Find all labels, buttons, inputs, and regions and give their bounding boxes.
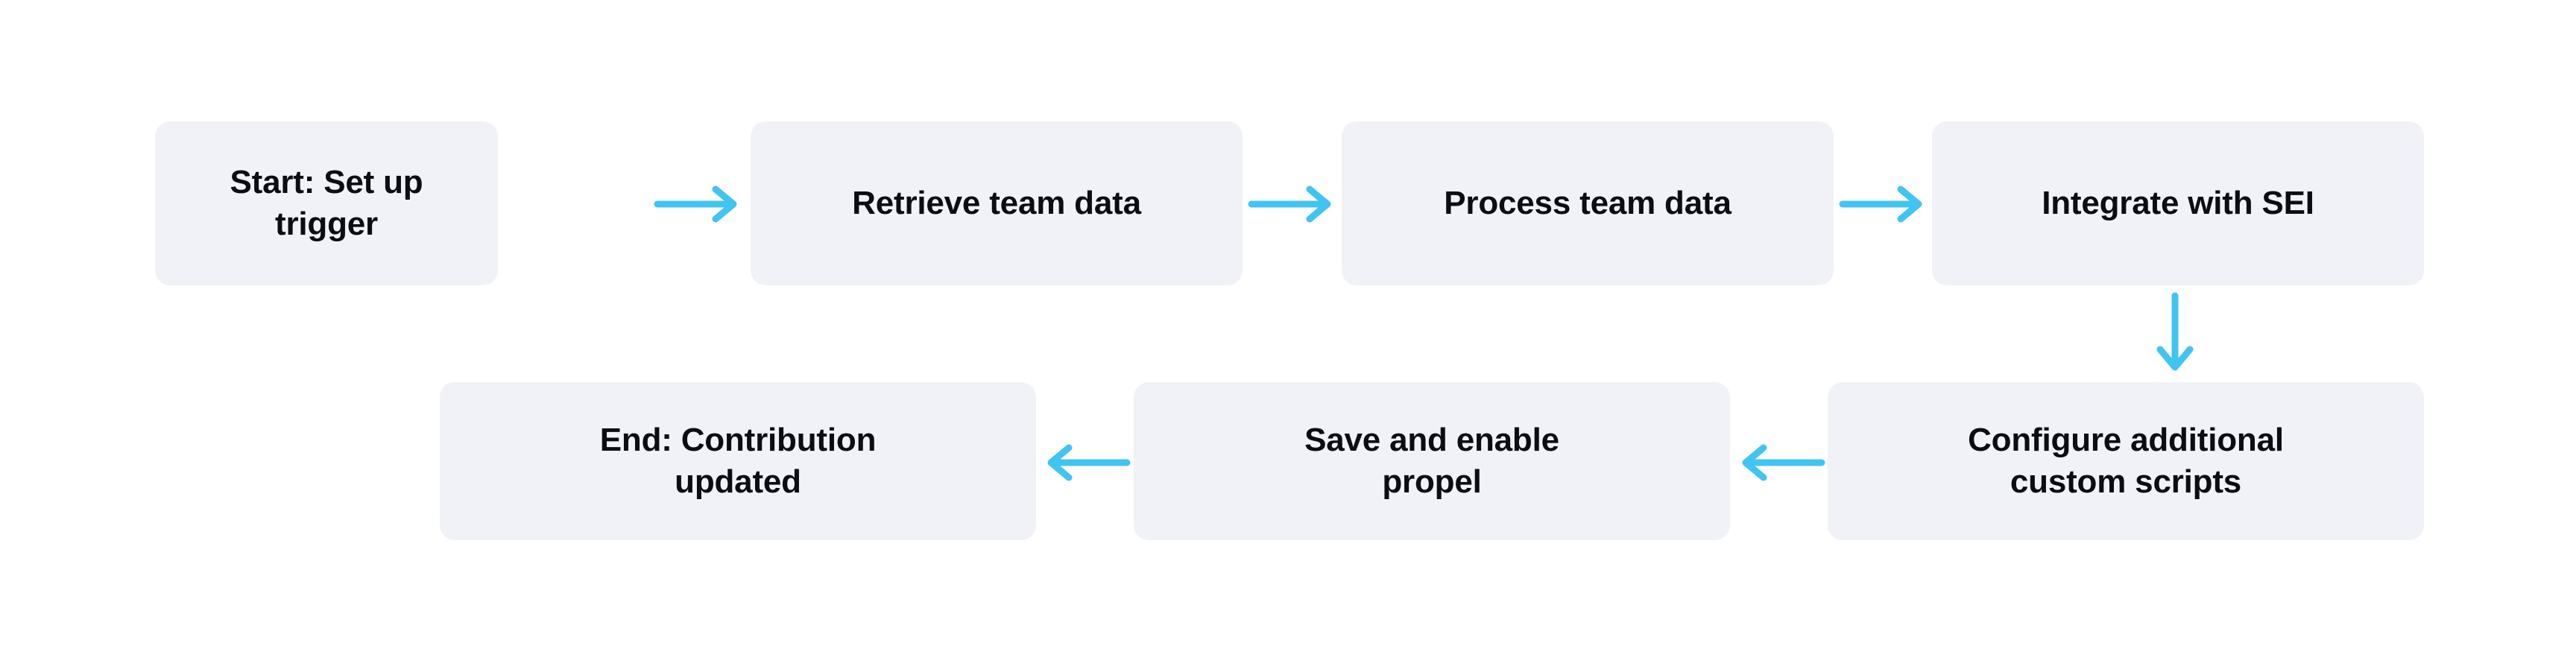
flow-node-label: Start: Set up trigger (230, 163, 423, 242)
flow-node-process-team-data[interactable]: Process team data (1342, 121, 1834, 285)
flow-node-label: Retrieve team data (852, 184, 1141, 221)
arrow-left-save-to-end (1042, 443, 1131, 482)
flow-node-label: End: Contribution updated (599, 421, 877, 500)
flow-node-start[interactable]: Start: Set up trigger (155, 121, 498, 285)
flow-node-configure-additional-custom-scripts[interactable]: Configure additional custom scripts (1828, 382, 2424, 540)
arrow-right-retrieve-to-process (1248, 185, 1336, 223)
flow-node-label: Integrate with SEI (2042, 184, 2314, 221)
flow-node-label: Configure additional custom scripts (1968, 421, 2284, 500)
flow-node-label: Process team data (1444, 184, 1731, 221)
arrow-down-integrate-to-configure (2156, 292, 2194, 376)
arrow-right-start-to-retrieve (654, 185, 742, 223)
flow-node-retrieve-team-data[interactable]: Retrieve team data (751, 121, 1243, 285)
arrow-right-process-to-integrate (1839, 185, 1928, 223)
arrow-left-configure-to-save (1737, 443, 1825, 482)
flow-node-end-contribution-updated[interactable]: End: Contribution updated (440, 382, 1036, 540)
flow-node-label: Save and enable propel (1304, 421, 1559, 500)
flow-node-save-and-enable-propel[interactable]: Save and enable propel (1134, 382, 1730, 540)
flow-node-integrate-with-sei[interactable]: Integrate with SEI (1932, 121, 2424, 285)
